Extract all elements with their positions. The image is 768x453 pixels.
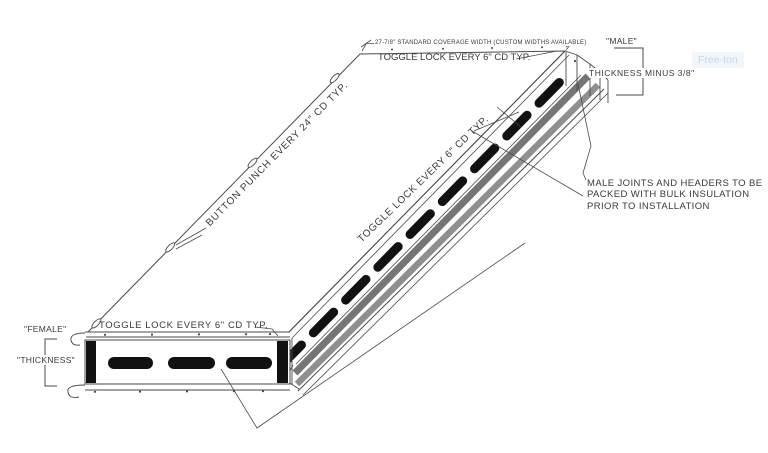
top-edge-tick-dots	[391, 46, 543, 51]
front-face-slots	[108, 357, 272, 369]
thickness-label: "THICKNESS"	[17, 355, 75, 365]
front-slot-v-leader	[220, 242, 526, 429]
thickness-minus-label: THICKNESS MINUS 3/8"	[589, 68, 695, 78]
female-hook-top	[70, 332, 86, 346]
front-left-black-bar	[86, 341, 96, 383]
front-bottom-tick-dots	[93, 390, 265, 393]
male-joints-note-line3: PRIOR TO INSTALLATION	[587, 200, 710, 212]
toggle-lock-front-label: TOGGLE LOCK EVERY 6" CD TYP.	[99, 320, 269, 331]
male-joints-leader-left	[471, 130, 584, 197]
toggle-mid-leader-a	[473, 111, 520, 132]
male-edge-toggle-slots	[276, 77, 564, 371]
male-joints-note: MALE JOINTS AND HEADERS TO BE PACKED WIT…	[587, 178, 762, 212]
leader-lines	[220, 50, 592, 429]
toggle-front-leader	[254, 326, 279, 337]
male-label: "MALE"	[606, 36, 637, 46]
male-joints-leader-top	[577, 83, 592, 181]
female-label: "FEMALE"	[24, 324, 67, 334]
male-edge-assembly	[276, 50, 609, 396]
watermark: Free-ton	[692, 52, 744, 68]
front-top-tick-dots	[103, 333, 272, 336]
male-joints-note-line1: MALE JOINTS AND HEADERS TO BE	[587, 178, 763, 189]
male-joints-note-line2: PACKED WITH BULK INSULATION	[587, 189, 750, 201]
male-leg-band-light	[294, 82, 601, 387]
button-punch-leader	[175, 227, 207, 250]
button-punch-ovals	[91, 73, 340, 329]
toggle-mid-leader-b	[496, 106, 522, 128]
coverage-width-label: 27-7/8" STANDARD COVERAGE WIDTH (CUSTOM …	[374, 40, 588, 46]
toggle-lock-top-label: TOGGLE LOCK EVERY 6" CD TYP.	[378, 52, 531, 63]
toggle-top-leader	[515, 50, 558, 60]
panel-front-section	[67, 331, 291, 398]
front-right-black-bar	[277, 341, 288, 383]
female-hook-bottom	[67, 384, 86, 398]
male-leg-band-dark	[292, 73, 591, 376]
